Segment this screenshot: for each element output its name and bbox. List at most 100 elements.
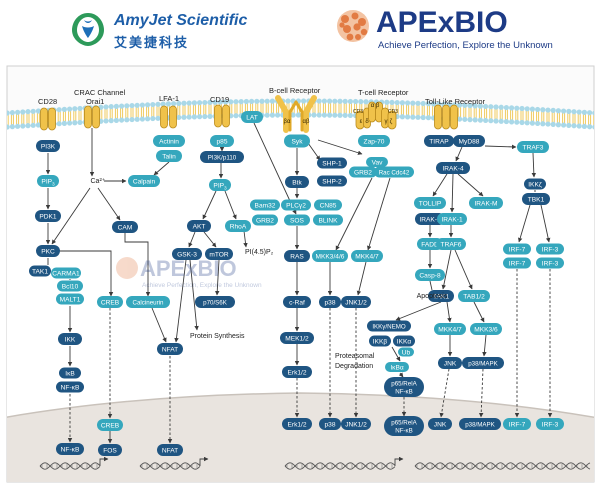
- node-label: CREB: [101, 422, 120, 429]
- lipid-head: [571, 123, 577, 129]
- tcr-cd3: [387, 110, 397, 130]
- node-label-text: SHP-1: [322, 160, 342, 167]
- node-label-text: p38/MAPK: [465, 421, 495, 428]
- node-shape: [35, 210, 61, 222]
- node-label: NFAT: [162, 346, 178, 353]
- node-shape: [284, 134, 310, 148]
- node-calcineurin: Calcineurin: [126, 296, 170, 308]
- lipid-head: [503, 104, 509, 111]
- label-crac: CRAC Channel: [74, 88, 126, 97]
- node-grb2_a: GRB2: [252, 214, 278, 226]
- node-label: p65/RelA: [391, 381, 417, 388]
- node-label-text: RAS: [290, 253, 304, 260]
- label-tcr-z: ζ: [390, 119, 393, 125]
- node-label-text: CAM: [118, 224, 133, 231]
- node-label: Vav: [372, 159, 384, 166]
- node-label: MKK4/7: [438, 326, 462, 333]
- lipid-head: [524, 120, 530, 126]
- node-label: IKKβ: [373, 338, 388, 345]
- watermark-tagline: Achieve Perfection, Explore the Unknown: [142, 282, 262, 289]
- node-label-2: NF-κB: [395, 389, 413, 396]
- lipid-head: [342, 112, 348, 118]
- lipid-head: [410, 114, 416, 120]
- tlr-receptor: [434, 104, 442, 130]
- node-label: IRAK-1: [441, 216, 463, 223]
- lipid-head: [477, 103, 483, 109]
- node-jnk12_a: JNK1/2: [341, 296, 371, 308]
- node-lat: LAT: [241, 111, 263, 123]
- node-fos: FOS: [98, 444, 122, 456]
- pathway-arrow: [540, 204, 551, 243]
- node-label-subscript: 3: [52, 181, 55, 186]
- label-tcr-d: δ: [365, 119, 369, 125]
- node-carma1: CARMA1: [51, 267, 81, 279]
- lipid-head: [576, 123, 582, 129]
- lipid-head: [587, 110, 593, 116]
- lipid-head: [503, 118, 509, 125]
- node-label: c-Raf: [289, 299, 305, 306]
- lipid-head: [540, 107, 546, 113]
- node-label-text: TRAF6: [441, 241, 462, 248]
- node-label-text: IRF-3: [542, 260, 559, 267]
- lipid-head: [425, 115, 431, 121]
- amyjet-name: AmyJet Scientific: [114, 12, 248, 29]
- node-tbk1: TBK1: [522, 193, 550, 205]
- lipid-head: [519, 119, 525, 126]
- node-label: MyD88: [459, 138, 480, 145]
- lipid-head: [103, 118, 109, 124]
- node-label-text: RhoA: [230, 223, 247, 230]
- node-cam: CAM: [112, 221, 138, 233]
- lipid-head: [9, 110, 15, 116]
- node-label-text: IRF-3: [542, 246, 559, 253]
- label-protsyn: Protein Synthesis: [190, 333, 245, 340]
- lipid-head: [290, 112, 296, 118]
- node-myd88: MyD88: [453, 135, 485, 147]
- node-shape: [415, 269, 445, 281]
- node-shape: [195, 296, 235, 308]
- receptors: [40, 95, 458, 133]
- node-irf7_n: IRF-7: [503, 418, 531, 430]
- node-shape: [97, 419, 123, 431]
- lipid-head: [462, 116, 468, 122]
- lipid-head: [472, 117, 478, 123]
- node-cn85: CN85: [314, 199, 342, 211]
- node-shape: [434, 323, 466, 335]
- apexbio-name: APExBIO: [376, 6, 508, 39]
- lipid-head: [217, 99, 223, 105]
- node-label: PI3K/p110: [208, 154, 237, 161]
- node-label: TOLLIP: [419, 200, 442, 207]
- lipid-head: [321, 98, 327, 104]
- pathway-arrow: [439, 368, 450, 418]
- lipid-head: [467, 117, 473, 123]
- node-shape: [414, 197, 446, 209]
- orai1-channel: [92, 105, 100, 129]
- lipid-head: [15, 123, 21, 129]
- node-label-text: Casp-8: [419, 272, 441, 279]
- lipid-head: [498, 104, 504, 110]
- node-label: MKK4/7: [355, 253, 379, 260]
- node-label-text: IRAK-2: [419, 216, 441, 223]
- lipid-head: [67, 106, 73, 112]
- lipid-head: [212, 99, 218, 105]
- lipid-head: [550, 107, 556, 114]
- node-grb2_b: GRB2: [349, 166, 377, 178]
- lipid-head: [337, 98, 343, 104]
- lipid-head: [238, 98, 244, 105]
- node-label: BLINK: [318, 217, 338, 224]
- pathway-arrow: [253, 122, 297, 215]
- node-label-text: MKK4/7: [438, 326, 462, 333]
- node-label: JNK: [444, 360, 457, 367]
- pathway-arrow: [151, 307, 167, 343]
- node-shape: [398, 347, 414, 357]
- node-label-text: GRB2: [256, 217, 274, 224]
- node-label: GSK-3: [177, 251, 197, 258]
- lipid-head: [113, 103, 119, 109]
- node-label-2: NF-κB: [395, 428, 413, 435]
- node-shape: [470, 323, 502, 335]
- node-irf7_a: IRF-7: [503, 243, 531, 255]
- node-label-text: JNK1/2: [345, 299, 367, 306]
- bcr-heavy-chains: [275, 95, 317, 133]
- node-label-text: IRAK-M: [474, 200, 497, 207]
- node-shape: [200, 151, 244, 163]
- node-label-text: LAT: [246, 114, 258, 121]
